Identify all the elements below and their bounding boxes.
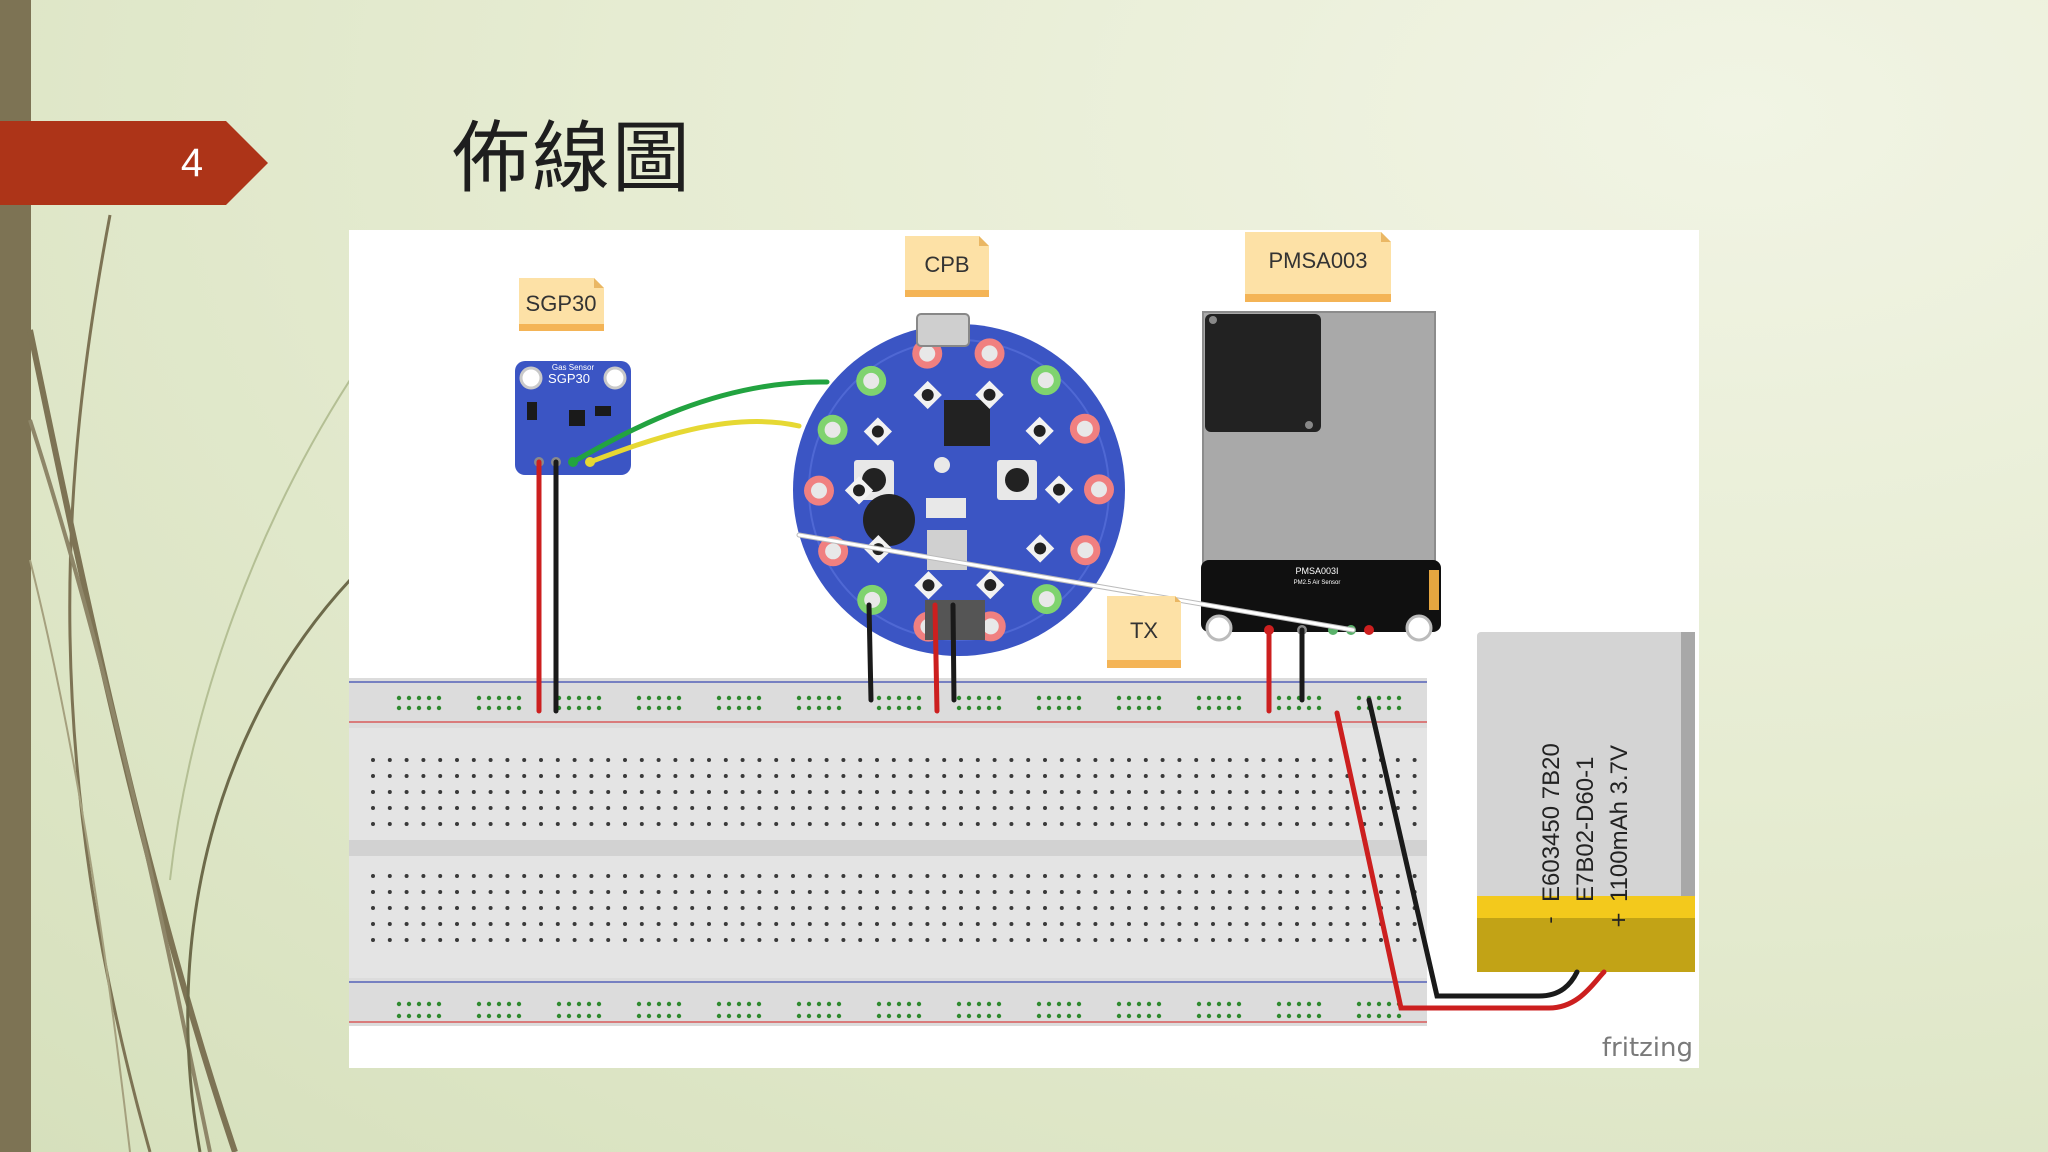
battery-minus: - bbox=[1538, 916, 1562, 923]
fritzing-watermark: fritzing bbox=[1602, 1033, 1693, 1063]
pmsa003-sensor: PMSA003I PM2.5 Air Sensor bbox=[1201, 311, 1441, 642]
wires bbox=[536, 379, 1607, 1011]
decorative-swoosh bbox=[27, 214, 352, 1152]
battery-label-line2: E7B02-D60-1 bbox=[1572, 757, 1599, 902]
battery-plus: + bbox=[1606, 912, 1630, 929]
label-cpb: CPB bbox=[905, 236, 989, 297]
label-pmsa003-text: PMSA003 bbox=[1268, 248, 1367, 273]
battery-label-line3: 1100mAh 3.7V bbox=[1606, 745, 1633, 902]
sgp30-board-title: SGP30 bbox=[548, 371, 590, 386]
sgp30-board: SGP30 Gas Sensor bbox=[515, 361, 631, 475]
sgp30-board-subtitle: Gas Sensor bbox=[552, 363, 595, 372]
slide-number: 4 bbox=[180, 141, 204, 185]
cpb-board bbox=[793, 313, 1125, 656]
label-sgp30: SGP30 bbox=[519, 278, 604, 331]
label-tx: TX bbox=[1107, 596, 1181, 668]
label-sgp30-text: SGP30 bbox=[526, 291, 597, 316]
slide-number-tag bbox=[0, 121, 268, 205]
breadboard bbox=[349, 678, 1427, 1026]
pms-board-title: PMSA003I bbox=[1295, 566, 1338, 576]
wiring-diagram: SGP30 Gas Sensor PMSA003I PM2.5 Air Sens… bbox=[349, 230, 1699, 1068]
pms-board-subtitle: PM2.5 Air Sensor bbox=[1294, 580, 1341, 586]
slide-title: 佈線圖 bbox=[452, 114, 693, 204]
label-cpb-text: CPB bbox=[924, 252, 969, 277]
label-tx-text: TX bbox=[1130, 618, 1158, 643]
battery-label-line1: E603450 7B20 bbox=[1538, 743, 1565, 902]
battery bbox=[1477, 632, 1695, 972]
label-pmsa003: PMSA003 bbox=[1245, 232, 1391, 302]
